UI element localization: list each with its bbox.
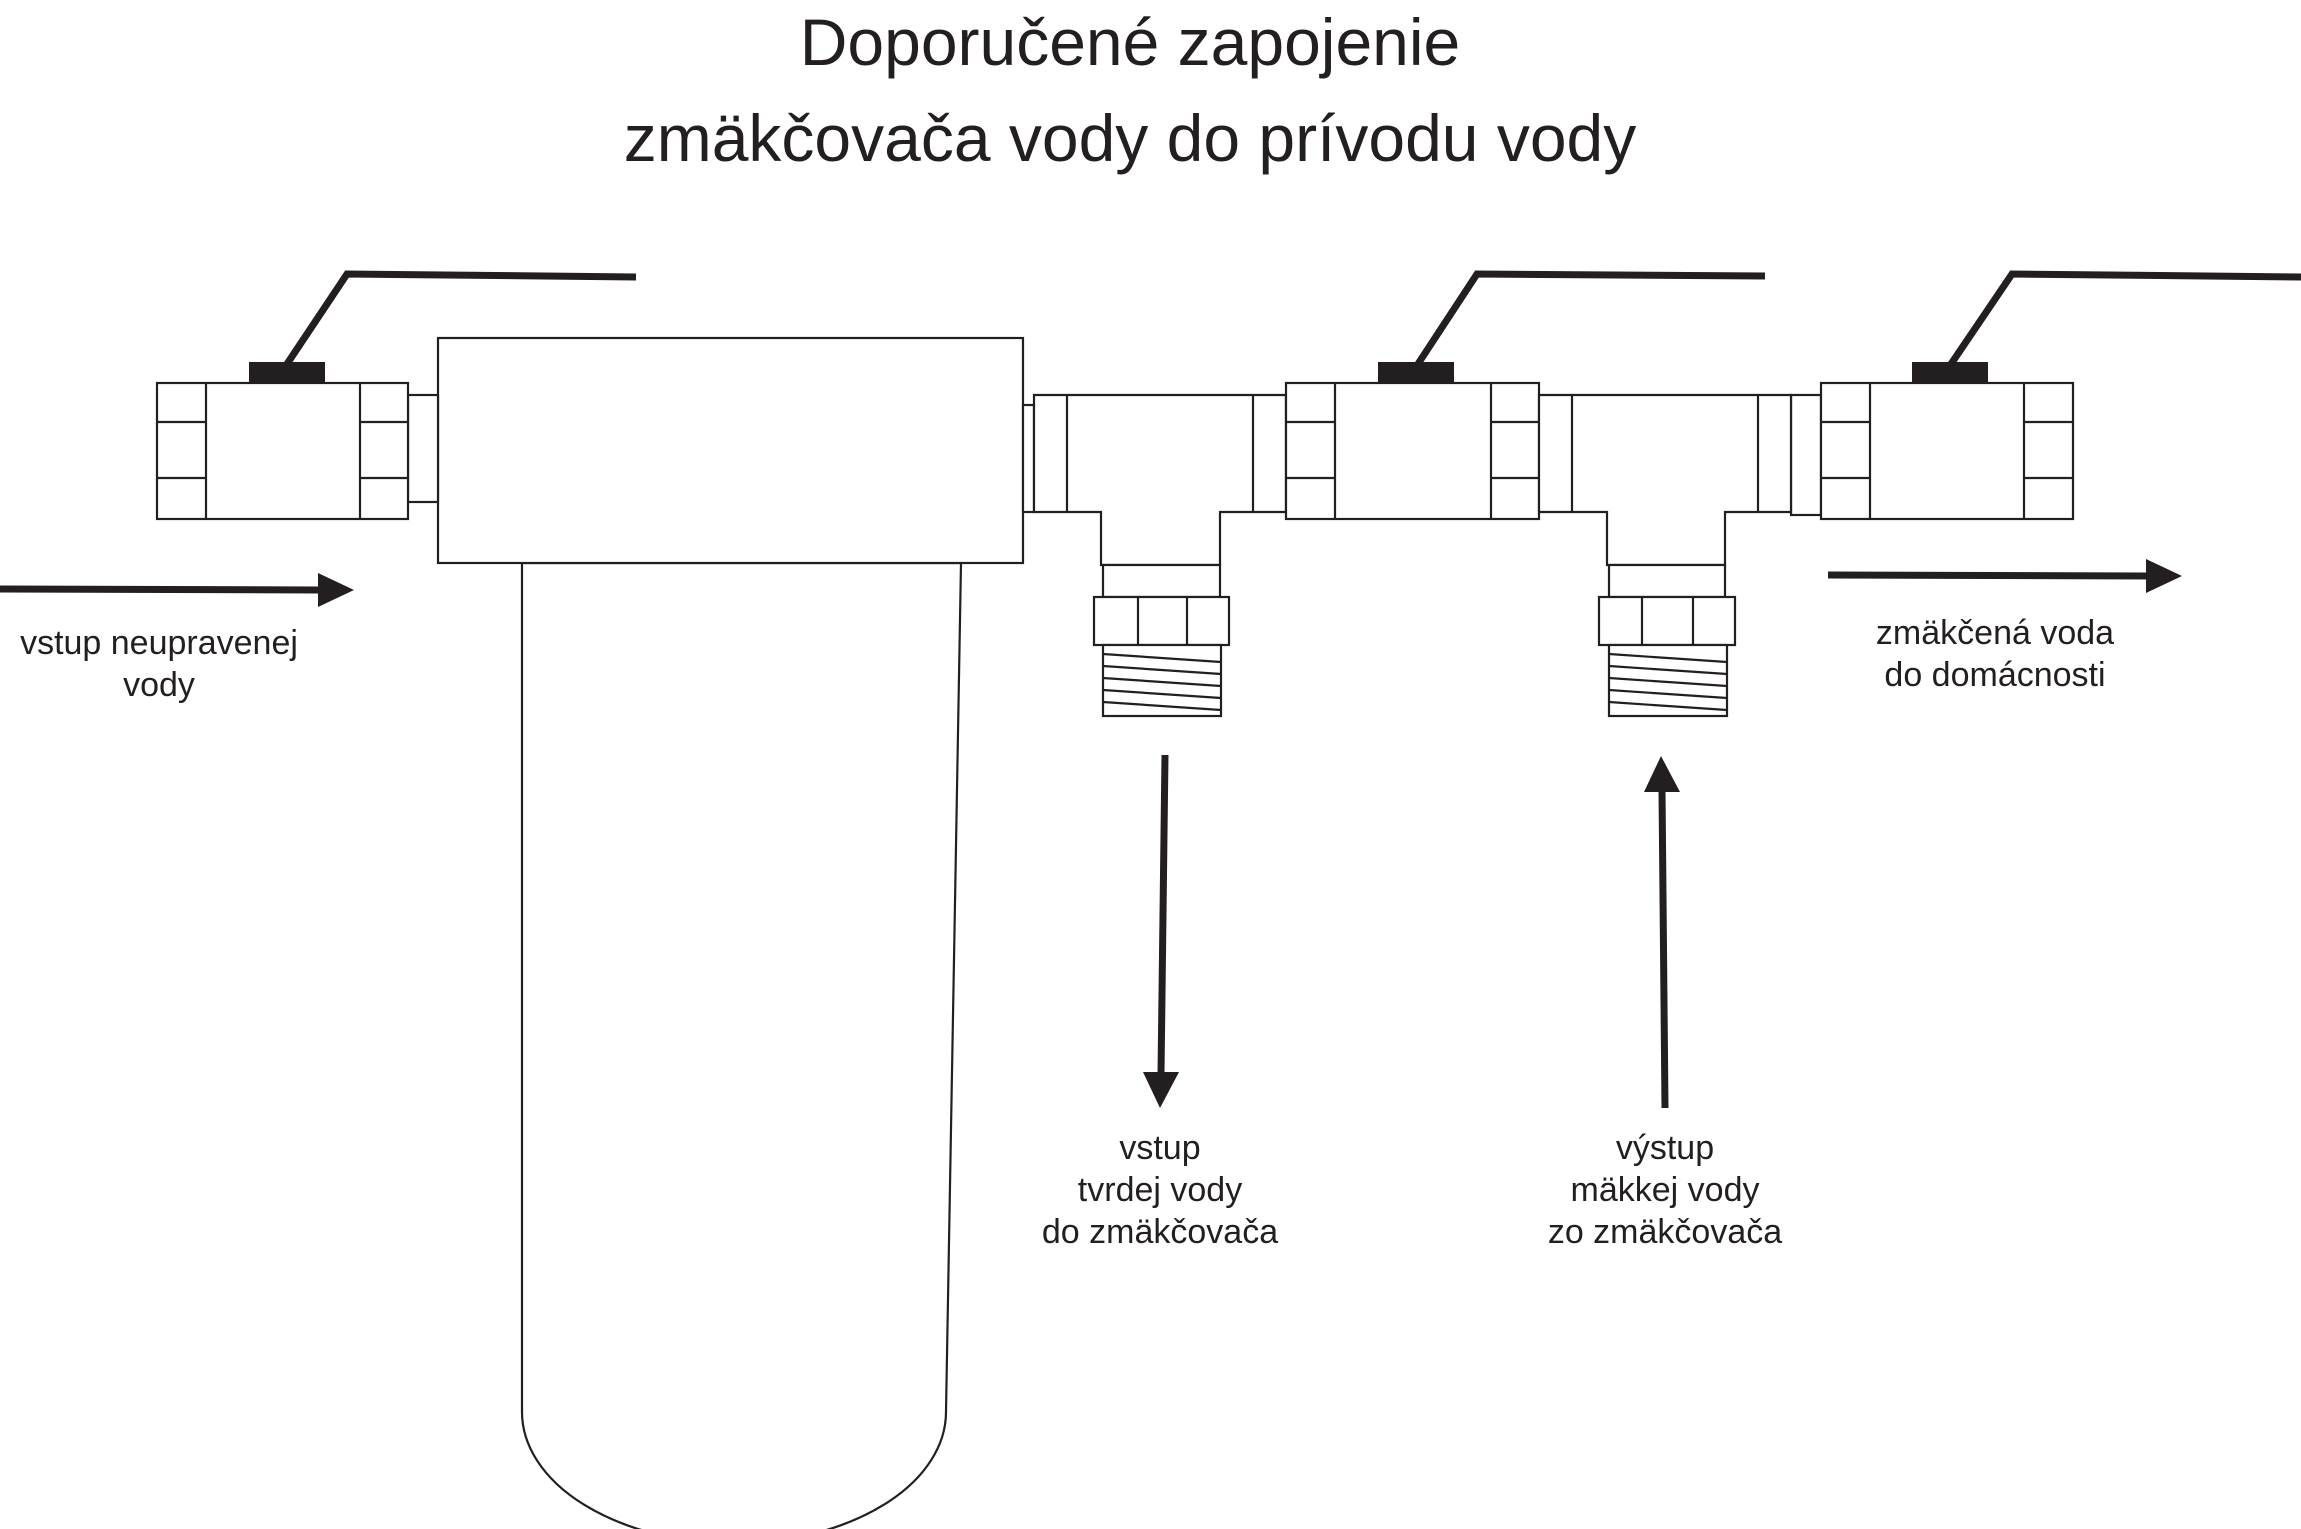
ball-valve-3 [1819, 270, 2301, 521]
pipe-stub-2 [1021, 403, 1036, 514]
inlet-arrow [0, 573, 354, 607]
pipe-stub-3 [1789, 393, 1823, 517]
title-line-1: Doporučené zapojenie [799, 5, 1461, 79]
filter-head [436, 336, 1025, 565]
filter-bowl [520, 561, 963, 1529]
label-soft-water-out: výstup mäkkej vody zo zmäkčovača [1547, 1129, 1783, 1251]
ball-valve-2 [1284, 270, 1766, 521]
hard-water-arrow [1143, 754, 1179, 1108]
diagram-title: Doporučené zapojenie zmäkčovača vody do … [0, 0, 2260, 186]
tee-fitting-2 [1537, 393, 1793, 718]
pipe-stub-1 [406, 393, 440, 504]
tee-fitting-1 [1032, 393, 1288, 718]
outlet-arrow [1827, 559, 2182, 593]
soft-water-arrow [1644, 756, 1680, 1109]
label-hard-water-in: vstup tvrdej vody do zmäkčovača [1041, 1129, 1279, 1251]
label-softened-water-out: zmäkčená voda do domácnosti [1875, 614, 2115, 694]
title-line-2: zmäkčovača vody do prívodu vody [623, 101, 1637, 175]
label-raw-water-inlet: vstup neupravenej vody [20, 624, 298, 704]
ball-valve-1 [155, 270, 637, 521]
